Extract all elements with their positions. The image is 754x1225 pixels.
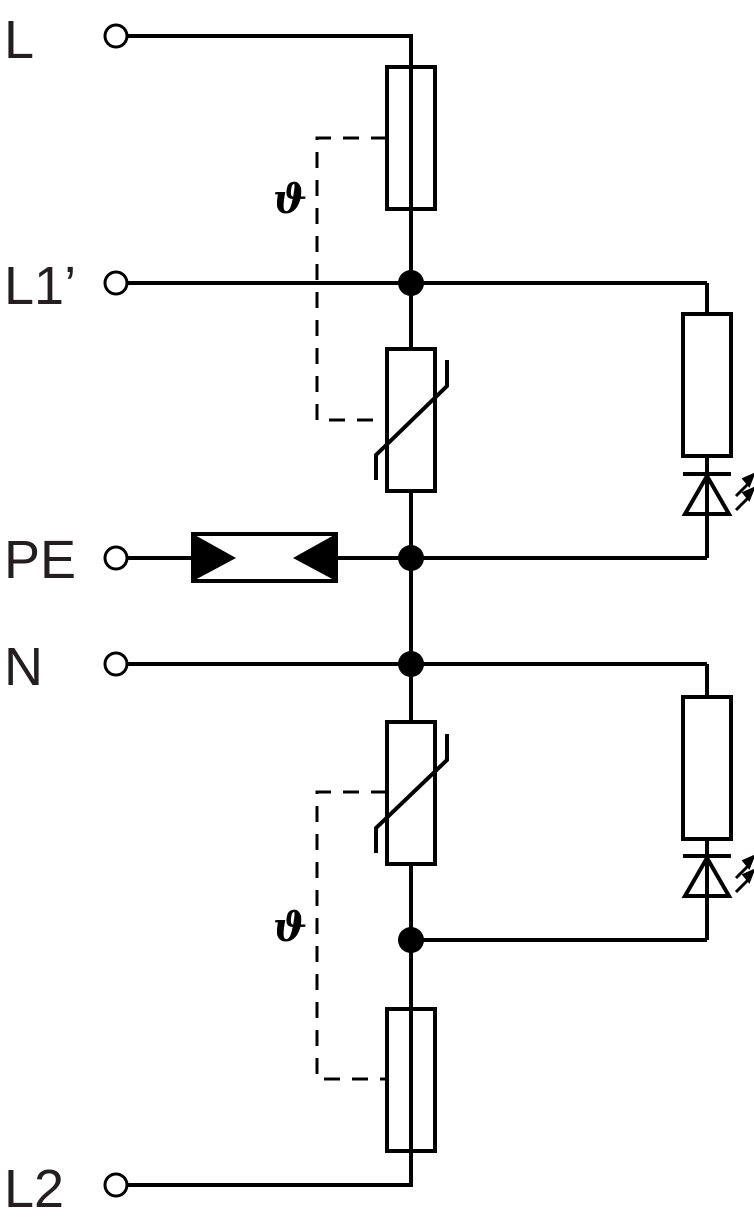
- thermal-symbol-bottom: ϑ: [273, 904, 307, 951]
- terminal-label-L1: L1’: [4, 256, 77, 316]
- resistor-bottom: [681, 695, 733, 841]
- terminal-label-L: L: [4, 10, 35, 70]
- thermal-symbol-top: ϑ: [273, 176, 307, 223]
- thermal-link-bottom: [315, 790, 387, 1081]
- terminal-N[interactable]: [103, 651, 129, 677]
- junction-L1: [398, 270, 424, 296]
- terminal-L[interactable]: [103, 23, 129, 49]
- terminal-L2[interactable]: [103, 1172, 129, 1198]
- resistor-top: [681, 312, 733, 458]
- terminal-label-PE: PE: [4, 530, 77, 590]
- terminal-label-N: N: [4, 637, 43, 697]
- terminal-PE[interactable]: [103, 545, 129, 571]
- spark-gap-arrow-left: [193, 534, 236, 581]
- thermal-link-top: [315, 136, 387, 422]
- terminal-L1[interactable]: [103, 270, 129, 296]
- junction-PE: [398, 545, 424, 571]
- led-top-light-icon: [734, 472, 754, 512]
- junction-mid: [398, 927, 424, 953]
- terminal-label-L2: L2: [4, 1159, 65, 1219]
- led-bottom-light-icon: [734, 854, 754, 894]
- spark-gap-arrow-right: [293, 534, 336, 581]
- varistor-bottom-curve: [374, 734, 449, 853]
- junction-N: [398, 651, 424, 677]
- varistor-top-curve: [374, 360, 449, 480]
